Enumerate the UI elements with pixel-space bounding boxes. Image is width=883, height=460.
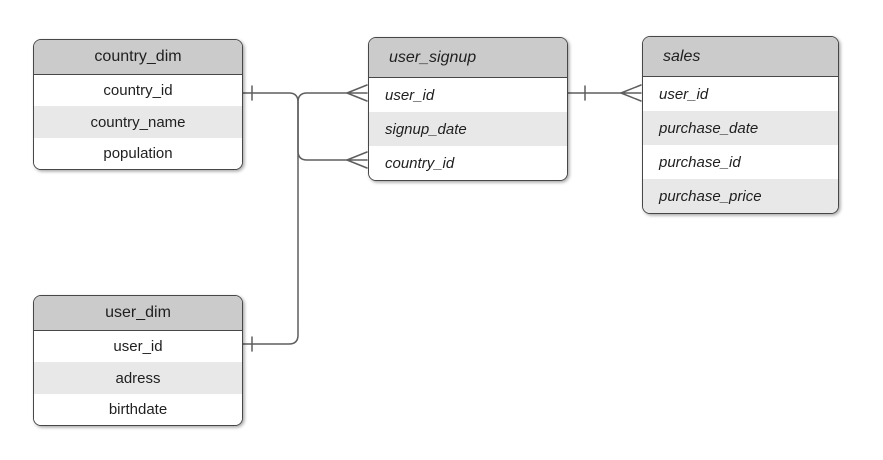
table-user-signup-title: user_signup bbox=[369, 38, 567, 78]
column-signup_date: signup_date bbox=[369, 112, 567, 146]
many-marker-user-signup-user-id-icon bbox=[346, 84, 368, 102]
column-birthdate: birthdate bbox=[34, 393, 242, 426]
connector-user-dim-to-user-signup bbox=[242, 92, 348, 345]
column-purchase_id: purchase_id bbox=[643, 145, 838, 179]
column-purchase_date: purchase_date bbox=[643, 111, 838, 145]
connector-country-dim-to-user-signup bbox=[242, 92, 348, 161]
column-country_id: country_id bbox=[34, 75, 242, 107]
many-marker-sales-user-id-icon bbox=[620, 84, 642, 102]
column-user_id: user_id bbox=[643, 77, 838, 111]
column-adress: adress bbox=[34, 362, 242, 394]
many-marker-user-signup-country-id-icon bbox=[346, 151, 368, 169]
table-country-dim-title: country_dim bbox=[34, 40, 242, 75]
column-user_id: user_id bbox=[369, 78, 567, 112]
table-user-dim-title: user_dim bbox=[34, 296, 242, 331]
column-population: population bbox=[34, 137, 242, 170]
table-sales-title: sales bbox=[643, 37, 838, 77]
column-country_name: country_name bbox=[34, 106, 242, 138]
column-user_id: user_id bbox=[34, 331, 242, 363]
column-purchase_price: purchase_price bbox=[643, 179, 838, 213]
column-country_id: country_id bbox=[369, 146, 567, 180]
